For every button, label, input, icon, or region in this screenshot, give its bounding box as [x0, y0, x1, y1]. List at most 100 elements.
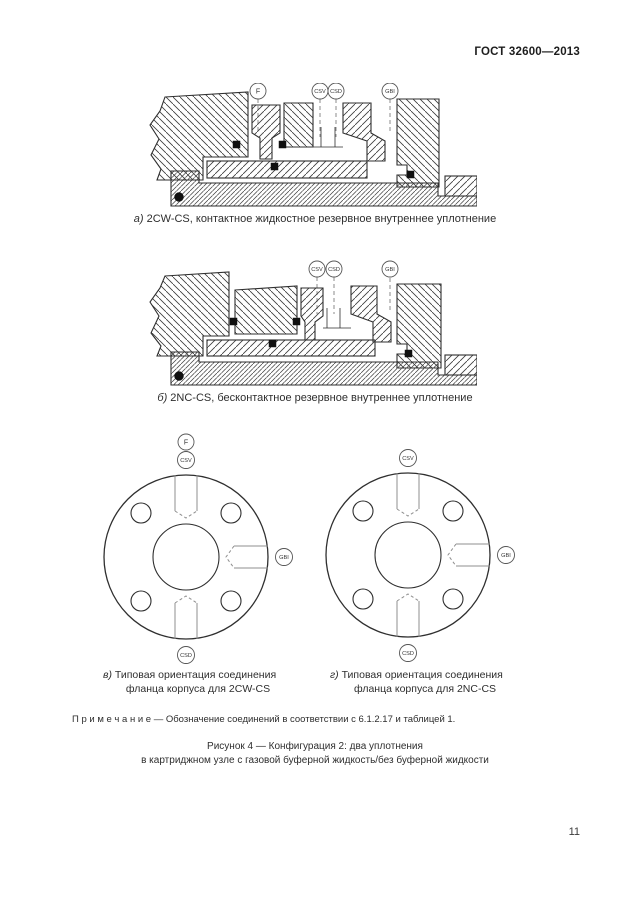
port-label-csd: CSD: [177, 646, 195, 664]
svg-text:CSD: CSD: [328, 267, 340, 273]
document-header: ГОСТ 32600—2013: [474, 46, 580, 58]
caption-v-line1: Типовая ориентация соединения: [114, 669, 277, 681]
bolt-hole: [442, 500, 464, 522]
flange-bore: [374, 521, 442, 589]
o-ring: [404, 349, 413, 358]
drawing-b-cross-section: CSV CSD GBI: [149, 260, 477, 386]
seal-chamber-housing: [149, 271, 230, 357]
caption-a-prefix: а): [133, 213, 144, 225]
shaft-collar: [444, 175, 477, 197]
seal-face-lines: [313, 127, 343, 148]
port-label-csv: CSV: [311, 83, 329, 100]
inner-seal-seat: [251, 104, 281, 160]
svg-text:GBI: GBI: [279, 555, 289, 561]
gland-plate: [396, 283, 442, 369]
note: П р и м е ч а н и е — Обозначение соедин…: [72, 714, 552, 725]
port-label-csd: CSD: [325, 260, 343, 278]
port-label-gbi: GBI: [497, 546, 515, 564]
caption-a-text: 2CW-CS, контактное жидкостное резервное …: [146, 213, 497, 225]
bolt-hole: [352, 500, 374, 522]
flange-view-2cw-cs: F CSV GBI CSD: [103, 433, 293, 664]
svg-text:GBI: GBI: [385, 267, 395, 273]
svg-text:GBI: GBI: [501, 553, 511, 559]
svg-text:CSD: CSD: [330, 89, 342, 95]
bolt-hole: [130, 590, 152, 612]
caption-g-line1: Типовая ориентация соединения: [341, 669, 503, 681]
bolt-hole: [130, 502, 152, 524]
o-ring: [232, 140, 241, 149]
svg-text:CSD: CSD: [180, 653, 192, 659]
o-ring: [278, 140, 287, 149]
spacer-ring: [206, 339, 376, 357]
port-label-gbi: GBI: [381, 260, 399, 278]
rotating-face-block: [234, 285, 298, 335]
caption-b-text: 2NC-CS, бесконтактное резервное внутренн…: [170, 392, 473, 404]
bottom-port: [396, 593, 420, 637]
o-ring: [268, 339, 277, 348]
bolt-hole: [442, 588, 464, 610]
caption-b-prefix: б): [157, 392, 168, 404]
port-label-csv: CSV: [399, 449, 417, 467]
port-label-gbi: GBI: [275, 548, 293, 566]
svg-text:GBI: GBI: [385, 89, 395, 95]
figure-caption: Рисунок 4 — Конфигурация 2: два уплотнен…: [0, 740, 630, 768]
o-ring: [292, 317, 301, 326]
note-text: — Обозначение соединений в соответствии …: [153, 714, 456, 725]
caption-v-line2: фланца корпуса для 2CW-CS: [125, 683, 271, 695]
note-label: П р и м е ч а н и е: [72, 714, 152, 725]
caption-v: в) Типовая ориентация соединения фланца …: [103, 668, 293, 696]
caption-g: г) Типовая ориентация соединения фланца …: [330, 668, 520, 696]
top-port: [396, 473, 420, 517]
svg-text:CSV: CSV: [314, 89, 326, 95]
shaft-collar: [444, 354, 477, 376]
svg-text:CSD: CSD: [402, 651, 414, 657]
svg-text:CSV: CSV: [402, 456, 414, 462]
spacer-ring: [206, 160, 368, 179]
right-port: [447, 543, 490, 567]
o-ring: [174, 371, 184, 381]
page-number: 11: [568, 826, 580, 838]
o-ring: [406, 170, 415, 179]
flange-outer-circle: [325, 472, 491, 638]
bottom-port: [174, 595, 198, 639]
svg-text:CSV: CSV: [180, 458, 192, 464]
o-ring: [174, 192, 184, 202]
seal-face-lines: [323, 308, 351, 329]
shaft-sleeve: [170, 170, 477, 207]
seal-chamber-housing: [149, 91, 249, 181]
rotating-face-block: [283, 102, 314, 148]
bolt-hole: [352, 588, 374, 610]
outer-seal-seat: [342, 102, 386, 162]
flange-outer-circle: [103, 474, 269, 640]
port-label-csd: CSD: [399, 644, 417, 662]
drawing-a-cross-section: F CSV CSD GBI: [149, 83, 477, 207]
figure-caption-line1: Рисунок 4 — Конфигурация 2: два уплотнен…: [207, 741, 423, 752]
flange-bore: [152, 523, 220, 591]
port-label-csv: CSV: [308, 260, 326, 278]
svg-text:F: F: [256, 89, 260, 96]
port-label-csv: CSV: [177, 451, 195, 469]
o-ring: [229, 317, 238, 326]
caption-g-line2: фланца корпуса для 2NC-CS: [353, 683, 497, 695]
port-label-csd: CSD: [327, 83, 345, 100]
top-port: [174, 475, 198, 519]
svg-text:F: F: [184, 440, 188, 447]
inner-seal-seat: [300, 287, 324, 341]
gland-plate: [396, 98, 440, 188]
outer-seal-seat: [350, 285, 392, 343]
port-label-f: F: [177, 433, 195, 451]
caption-v-prefix: в): [103, 669, 112, 681]
caption-a: а)2CW-CS, контактное жидкостное резервно…: [0, 213, 630, 225]
shaft-sleeve: [170, 351, 477, 386]
port-label-f: F: [249, 83, 267, 100]
right-port: [225, 545, 268, 569]
caption-b: б)2NC-CS, бесконтактное резервное внутре…: [0, 392, 630, 404]
svg-text:CSV: CSV: [311, 267, 323, 273]
bolt-hole: [220, 502, 242, 524]
figure-caption-line2: в картриджном узле с газовой буферной жи…: [141, 755, 489, 766]
bolt-hole: [220, 590, 242, 612]
o-ring: [270, 162, 279, 171]
port-label-gbi: GBI: [381, 83, 399, 100]
flange-view-2nc-cs: CSV GBI CSD: [325, 449, 515, 662]
